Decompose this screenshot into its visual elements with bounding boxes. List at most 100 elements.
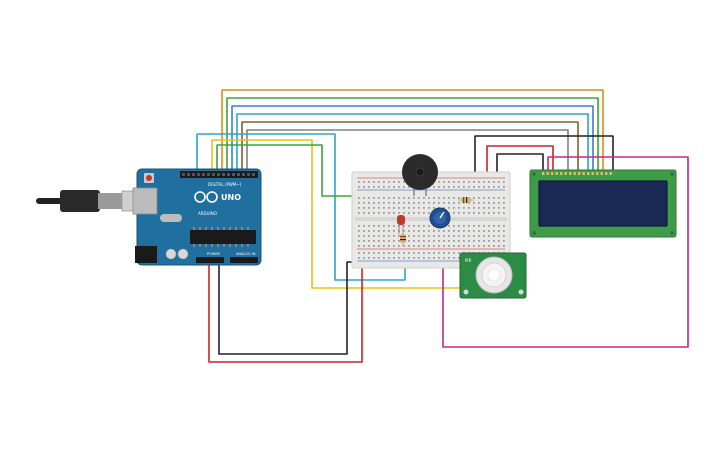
- breadboard-hole[interactable]: [408, 225, 410, 227]
- breadboard-hole[interactable]: [463, 230, 465, 232]
- breadboard-hole[interactable]: [493, 197, 495, 199]
- pir-sensor[interactable]: PIR: [459, 252, 527, 299]
- breadboard-hole[interactable]: [403, 257, 405, 259]
- breadboard-hole[interactable]: [443, 257, 445, 259]
- breadboard-hole[interactable]: [413, 240, 415, 242]
- breadboard-hole[interactable]: [473, 202, 475, 204]
- breadboard-hole[interactable]: [388, 245, 390, 247]
- lcd-pin[interactable]: [564, 172, 567, 175]
- lcd-pin[interactable]: [551, 172, 554, 175]
- wire-red-power[interactable]: [208, 184, 363, 363]
- breadboard-hole[interactable]: [423, 240, 425, 242]
- breadboard-hole[interactable]: [493, 212, 495, 214]
- breadboard-hole[interactable]: [378, 245, 380, 247]
- breadboard-hole[interactable]: [438, 181, 440, 183]
- breadboard-hole[interactable]: [393, 252, 395, 254]
- breadboard-hole[interactable]: [483, 235, 485, 237]
- breadboard-hole[interactable]: [373, 186, 375, 188]
- breadboard-hole[interactable]: [378, 202, 380, 204]
- breadboard-hole[interactable]: [443, 207, 445, 209]
- breadboard-hole[interactable]: [478, 202, 480, 204]
- breadboard-hole[interactable]: [463, 207, 465, 209]
- breadboard-hole[interactable]: [378, 186, 380, 188]
- lcd-pin[interactable]: [587, 172, 590, 175]
- breadboard-hole[interactable]: [438, 235, 440, 237]
- breadboard-hole[interactable]: [403, 207, 405, 209]
- breadboard-hole[interactable]: [403, 225, 405, 227]
- breadboard-hole[interactable]: [498, 207, 500, 209]
- breadboard-hole[interactable]: [428, 240, 430, 242]
- breadboard-hole[interactable]: [428, 235, 430, 237]
- breadboard-hole[interactable]: [433, 207, 435, 209]
- breadboard-hole[interactable]: [493, 230, 495, 232]
- breadboard-hole[interactable]: [453, 197, 455, 199]
- breadboard-hole[interactable]: [478, 240, 480, 242]
- breadboard-hole[interactable]: [463, 245, 465, 247]
- lcd-pin[interactable]: [582, 172, 585, 175]
- breadboard-hole[interactable]: [488, 186, 490, 188]
- breadboard-hole[interactable]: [423, 252, 425, 254]
- breadboard-hole[interactable]: [448, 202, 450, 204]
- breadboard-hole[interactable]: [503, 181, 505, 183]
- breadboard-hole[interactable]: [403, 252, 405, 254]
- breadboard-hole[interactable]: [423, 235, 425, 237]
- breadboard-hole[interactable]: [448, 230, 450, 232]
- breadboard-hole[interactable]: [458, 245, 460, 247]
- breadboard-hole[interactable]: [378, 181, 380, 183]
- wire-cyan-top[interactable]: [236, 113, 589, 173]
- breadboard-hole[interactable]: [388, 225, 390, 227]
- breadboard-hole[interactable]: [413, 202, 415, 204]
- breadboard-hole[interactable]: [448, 225, 450, 227]
- breadboard-hole[interactable]: [413, 235, 415, 237]
- breadboard-hole[interactable]: [433, 235, 435, 237]
- breadboard-hole[interactable]: [433, 257, 435, 259]
- breadboard-hole[interactable]: [388, 212, 390, 214]
- breadboard-hole[interactable]: [358, 245, 360, 247]
- breadboard-hole[interactable]: [428, 257, 430, 259]
- breadboard-hole[interactable]: [423, 207, 425, 209]
- wire-green-top[interactable]: [226, 97, 599, 173]
- breadboard-hole[interactable]: [498, 240, 500, 242]
- breadboard-hole[interactable]: [448, 252, 450, 254]
- breadboard-hole[interactable]: [453, 252, 455, 254]
- lcd-pin[interactable]: [591, 172, 594, 175]
- breadboard-hole[interactable]: [483, 181, 485, 183]
- breadboard-hole[interactable]: [498, 186, 500, 188]
- breadboard-hole[interactable]: [393, 212, 395, 214]
- breadboard-hole[interactable]: [503, 225, 505, 227]
- breadboard-hole[interactable]: [468, 207, 470, 209]
- breadboard-hole[interactable]: [413, 252, 415, 254]
- breadboard-hole[interactable]: [383, 240, 385, 242]
- breadboard-hole[interactable]: [478, 197, 480, 199]
- breadboard-hole[interactable]: [368, 197, 370, 199]
- breadboard-hole[interactable]: [358, 230, 360, 232]
- breadboard-hole[interactable]: [413, 225, 415, 227]
- breadboard-hole[interactable]: [488, 181, 490, 183]
- breadboard-hole[interactable]: [368, 230, 370, 232]
- breadboard-hole[interactable]: [493, 181, 495, 183]
- breadboard-hole[interactable]: [473, 181, 475, 183]
- breadboard-hole[interactable]: [468, 181, 470, 183]
- wire-black-bb-lcd[interactable]: [474, 135, 614, 187]
- breadboard-hole[interactable]: [388, 181, 390, 183]
- breadboard-hole[interactable]: [408, 240, 410, 242]
- breadboard-hole[interactable]: [463, 225, 465, 227]
- breadboard-hole[interactable]: [433, 230, 435, 232]
- breadboard-hole[interactable]: [363, 245, 365, 247]
- lcd-pin[interactable]: [596, 172, 599, 175]
- breadboard-hole[interactable]: [378, 207, 380, 209]
- wire-cyan-left[interactable]: [196, 133, 406, 281]
- breadboard-hole[interactable]: [413, 245, 415, 247]
- breadboard-hole[interactable]: [478, 230, 480, 232]
- breadboard-hole[interactable]: [393, 186, 395, 188]
- breadboard-hole[interactable]: [363, 257, 365, 259]
- breadboard-hole[interactable]: [493, 207, 495, 209]
- breadboard-hole[interactable]: [438, 240, 440, 242]
- breadboard-hole[interactable]: [393, 207, 395, 209]
- breadboard-hole[interactable]: [498, 212, 500, 214]
- breadboard-hole[interactable]: [438, 245, 440, 247]
- breadboard-hole[interactable]: [408, 245, 410, 247]
- breadboard-hole[interactable]: [463, 240, 465, 242]
- breadboard-hole[interactable]: [363, 230, 365, 232]
- breadboard-hole[interactable]: [453, 225, 455, 227]
